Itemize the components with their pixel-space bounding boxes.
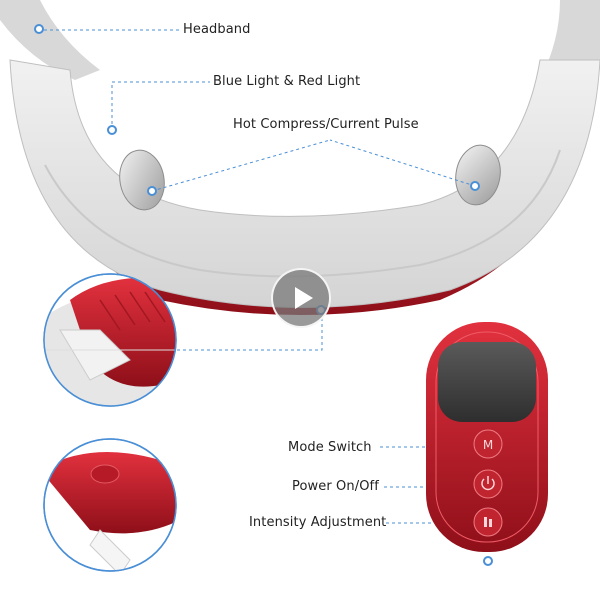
label-headband: Headband bbox=[183, 22, 251, 37]
label-mode-switch: Mode Switch bbox=[288, 440, 372, 455]
play-icon bbox=[295, 287, 313, 309]
callout-dot-compress-left bbox=[147, 186, 157, 196]
callout-dot-remote bbox=[483, 556, 493, 566]
remote-screen bbox=[438, 342, 536, 422]
remote-intensity-button[interactable] bbox=[473, 507, 503, 537]
headband-strap bbox=[0, 0, 100, 80]
label-intensity: Intensity Adjustment bbox=[249, 515, 387, 530]
label-compress: Hot Compress/Current Pulse bbox=[233, 117, 419, 132]
video-play-button[interactable] bbox=[271, 268, 331, 328]
callout-dot-compress-right bbox=[470, 181, 480, 191]
mode-button-glyph: M bbox=[483, 438, 493, 452]
label-lights: Blue Light & Red Light bbox=[213, 74, 361, 89]
remote-power-button[interactable] bbox=[473, 469, 503, 499]
callout-dot-headband bbox=[34, 24, 44, 34]
device-white-band bbox=[9, 59, 600, 308]
callout-dot-lights bbox=[107, 125, 117, 135]
remote-mode-button[interactable] bbox=[473, 429, 503, 459]
label-power: Power On/Off bbox=[292, 479, 379, 494]
right-electrode-plate bbox=[455, 144, 501, 206]
